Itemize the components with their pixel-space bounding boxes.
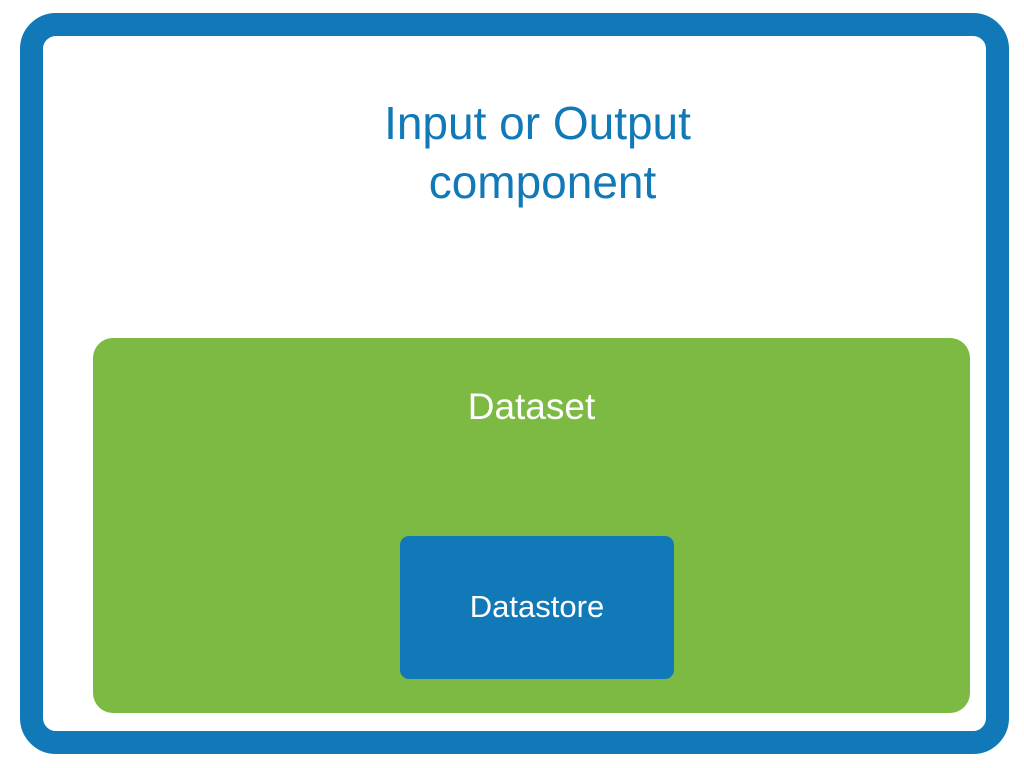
- frame-title: Input or Output component: [43, 94, 1024, 212]
- dataset-label: Dataset: [467, 386, 596, 427]
- datastore-label: Datastore: [469, 589, 605, 624]
- frame-title-line-1: Input or Output: [384, 97, 691, 149]
- dataset-box[interactable]: Dataset Datastore: [93, 338, 970, 713]
- input-or-output-component-frame[interactable]: Input or Output component Dataset Datast…: [20, 13, 1009, 754]
- datastore-box[interactable]: Datastore: [400, 536, 674, 679]
- frame-title-line-2: component: [428, 156, 657, 208]
